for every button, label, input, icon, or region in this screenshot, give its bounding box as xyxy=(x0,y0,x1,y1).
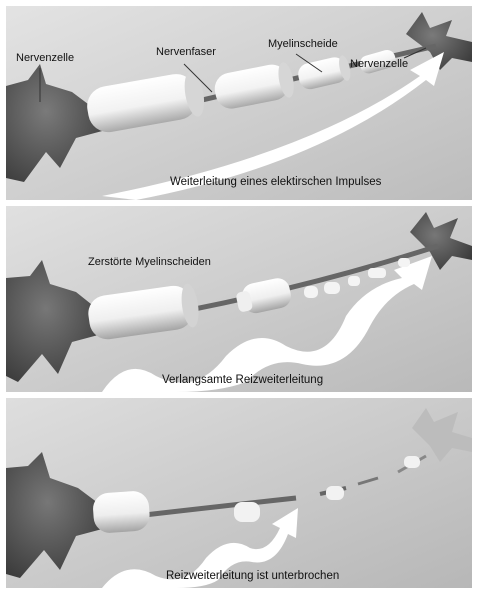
panel-illustration xyxy=(6,206,472,392)
caption-interrupted-conduction: Reizweiterleitung ist unterbrochen xyxy=(166,570,339,582)
label-nerve-cell-left: Nervenzelle xyxy=(16,52,74,64)
label-nerve-fiber: Nervenfaser xyxy=(156,46,216,58)
caption-normal-conduction: Weiterleitung eines elektirschen Impulse… xyxy=(170,176,381,188)
panel-illustration xyxy=(6,398,472,588)
panel-normal-conduction: Nervenzelle Nervenfaser Myelinscheide Ne… xyxy=(6,6,472,200)
label-myelin-sheath: Myelinscheide xyxy=(268,38,338,50)
panel-slowed-conduction: Zerstörte Myelinscheiden Verlangsamte Re… xyxy=(6,206,472,392)
caption-slowed-conduction: Verlangsamte Reizweiterleitung xyxy=(162,374,323,386)
label-destroyed-myelin: Zerstörte Myelinscheiden xyxy=(88,256,211,268)
label-nerve-cell-right: Nervenzelle xyxy=(350,58,408,70)
panel-interrupted-conduction: Reizweiterleitung ist unterbrochen xyxy=(6,398,472,588)
panel-illustration xyxy=(6,6,472,200)
